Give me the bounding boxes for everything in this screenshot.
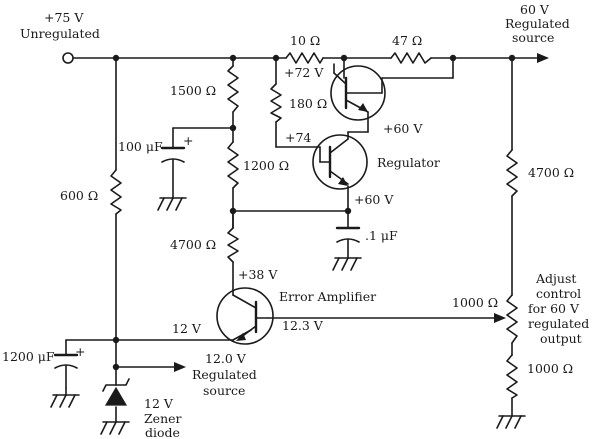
label-adjust-4: regulated — [528, 316, 589, 331]
labels: +75 V Unregulated 60 V Regulated source … — [2, 2, 589, 439]
label-v-60-mid: +60 V — [354, 192, 394, 207]
label-v-12-3: 12.3 V — [282, 318, 324, 333]
zener-diode-symbol — [102, 378, 130, 406]
label-zener-2: Zener — [144, 411, 182, 426]
label-r-4700-right: 4700 Ω — [528, 165, 574, 180]
resistor-1200-ohm — [227, 141, 239, 189]
resistor-1000-ohm-pot — [506, 294, 518, 344]
label-v-74: +74 — [285, 130, 311, 145]
label-r-600: 600 Ω — [60, 188, 98, 203]
label-r-1000-bottom: 1000 Ω — [527, 361, 573, 376]
label-output-desc-1: Regulated — [505, 16, 570, 31]
junction-dots — [112, 54, 516, 371]
label-c-1200-plus: + — [75, 344, 85, 359]
transistor-pass — [330, 63, 386, 121]
capacitor-1200uf — [53, 353, 79, 369]
label-r-10: 10 Ω — [290, 33, 320, 48]
resistor-1000-ohm-bottom — [506, 354, 518, 399]
label-adjust-2: control — [536, 286, 581, 301]
capacitor-100uf — [160, 146, 186, 163]
input-terminal — [62, 52, 74, 64]
label-r-1000-pot: 1000 Ω — [452, 295, 498, 310]
label-r-4700-left: 4700 Ω — [170, 237, 216, 252]
grounds — [50, 197, 526, 435]
ground-symbol-100uf — [157, 197, 187, 211]
label-reg-src-1: Regulated — [192, 367, 257, 382]
label-r-1500: 1500 Ω — [170, 83, 216, 98]
label-c-1200: 1200 μF — [2, 349, 55, 364]
label-r-1200: 1200 Ω — [243, 158, 289, 173]
label-adjust-1: Adjust — [535, 271, 576, 286]
arrows — [174, 53, 549, 372]
resistors — [110, 52, 518, 399]
label-output-desc-2: source — [512, 30, 554, 45]
label-error-amp: Error Amplifier — [279, 289, 376, 304]
resistor-4700-ohm-right — [506, 149, 518, 197]
label-zener-3: diode — [145, 425, 180, 439]
wiring — [65, 57, 541, 423]
transistor-regulator — [312, 131, 368, 190]
label-v-12: 12 V — [172, 321, 202, 336]
label-regulator: Regulator — [377, 155, 440, 170]
ground-symbol-zener — [100, 421, 130, 435]
label-v-38: +38 V — [238, 267, 278, 282]
resistor-4700-ohm-left — [227, 227, 239, 263]
ground-symbol-0-1uf — [332, 257, 362, 271]
label-output-voltage: 60 V — [520, 2, 550, 17]
ground-symbol-right — [496, 415, 526, 429]
label-zener-1: 12 V — [144, 396, 174, 411]
transistor-error-amplifier — [216, 287, 274, 345]
resistor-10-ohm — [285, 52, 324, 64]
label-v-60-top: +60 V — [383, 121, 423, 136]
label-input-voltage: +75 V — [44, 10, 84, 25]
label-input-desc: Unregulated — [20, 26, 100, 41]
resistor-180-ohm — [270, 83, 282, 123]
label-adjust-5: output — [540, 331, 582, 346]
resistor-600-ohm — [110, 169, 122, 215]
label-c-100-plus: + — [183, 133, 193, 148]
label-reg-src-2: source — [203, 383, 245, 398]
ground-symbol-1200uf — [50, 394, 80, 408]
capacitor-0-1uf — [335, 226, 361, 243]
label-r-180: 180 Ω — [289, 96, 327, 111]
label-v-12-0: 12.0 V — [205, 351, 247, 366]
resistor-47-ohm — [390, 52, 432, 64]
label-r-47: 47 Ω — [392, 33, 422, 48]
resistor-1500-ohm — [227, 65, 239, 113]
capacitors — [53, 146, 361, 369]
label-adjust-3: for 60 V — [528, 301, 580, 316]
label-c-100: 100 μF — [118, 139, 163, 154]
label-c-01: .1 μF — [365, 228, 398, 243]
label-v-72: +72 V — [284, 65, 324, 80]
